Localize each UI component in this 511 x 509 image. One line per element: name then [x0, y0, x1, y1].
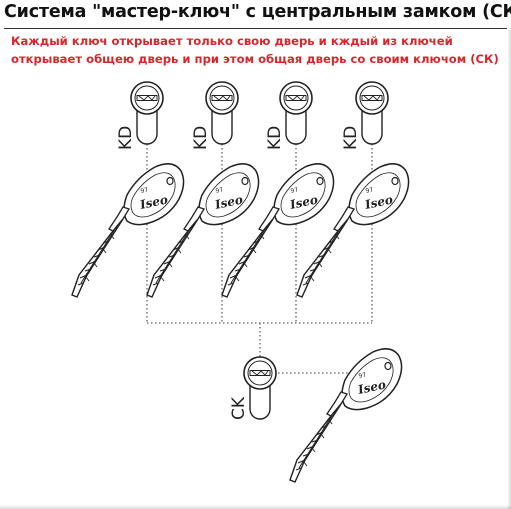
key-number-4: 97 — [365, 186, 374, 194]
key-4: Iseo 97 — [296, 163, 410, 298]
key-2: Iseo 97 — [146, 163, 260, 298]
key-ck: Iseo 97 — [289, 348, 403, 483]
key-brand-2: Iseo — [213, 192, 244, 212]
page-title: Система "мастер-ключ" с центральным замк… — [4, 2, 511, 22]
key-number-1: 97 — [140, 186, 149, 194]
cylinder-label-1: KD — [116, 126, 136, 150]
key-brand-1: Iseo — [138, 192, 169, 212]
frame-shadow-bottom — [0, 505, 511, 509]
cylinder-label-ck: CK — [229, 396, 249, 420]
key-3: Iseo 97 — [221, 163, 335, 298]
cylinder-label-2: KD — [191, 126, 211, 150]
key-number-3: 97 — [290, 186, 299, 194]
description-text: Каждый ключ открывает только свою дверь … — [11, 32, 506, 68]
key-1: Iseo 97 — [71, 163, 185, 298]
key-brand-ck: Iseo — [356, 377, 387, 397]
cylinder-label-3: KD — [265, 126, 285, 150]
connection-lines — [146, 140, 373, 374]
description-line-1: Каждый ключ открывает только свою дверь … — [11, 34, 453, 48]
key-brand-4: Iseo — [363, 192, 394, 212]
frame-shadow-right — [507, 30, 511, 509]
key-number-ck: 97 — [358, 371, 367, 379]
title-underline — [4, 28, 507, 29]
key-brand-3: Iseo — [288, 192, 319, 212]
cylinder-label-4: KD — [341, 126, 361, 150]
description-line-2: открывает общею дверь и при этом общая д… — [11, 52, 499, 66]
key-number-2: 97 — [215, 186, 224, 194]
